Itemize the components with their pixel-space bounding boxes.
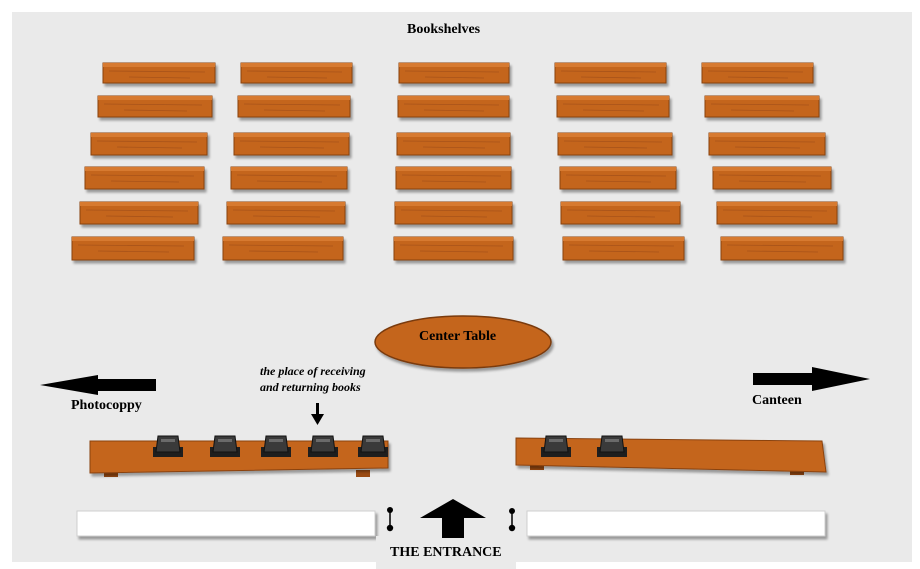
bookshelf [230, 166, 348, 190]
desk-note-line-1: the place of receiving [260, 364, 366, 378]
bookshelf [71, 236, 195, 261]
computer-icon [308, 435, 338, 457]
desk-left [89, 440, 389, 477]
bookshelves-group [71, 62, 844, 261]
wall-left [76, 510, 376, 537]
bookshelf [556, 95, 670, 118]
bookshelf [233, 132, 350, 156]
bookshelf [237, 95, 351, 118]
bookshelf [394, 201, 513, 225]
bookshelf [708, 132, 826, 156]
arrow-left-icon [40, 375, 156, 395]
bookshelf [226, 201, 346, 225]
bookshelves-title: Bookshelves [407, 22, 481, 37]
desk-devices [153, 435, 627, 457]
bookshelf [102, 62, 216, 84]
bookshelf [393, 236, 514, 261]
computer-icon [210, 435, 240, 457]
bookshelf [398, 62, 510, 84]
door-post-right [508, 508, 516, 532]
bookshelf [704, 95, 820, 118]
desk-note-line-2: and returning books [260, 380, 361, 394]
bookshelf [557, 132, 673, 156]
desk-note: the place of receiving and returning boo… [260, 363, 366, 395]
photocopy-label: Photocoppy [71, 398, 142, 413]
computer-icon [358, 435, 388, 457]
wall-right [526, 510, 826, 537]
computer-icon [597, 435, 627, 457]
entrance-label: THE ENTRANCE [390, 545, 502, 560]
bookshelf [395, 166, 512, 190]
computer-icon [261, 435, 291, 457]
bookshelf [396, 132, 511, 156]
bookshelf [240, 62, 353, 84]
bookshelf [222, 236, 344, 261]
bookshelf [559, 166, 677, 190]
center-table-label: Center Table [419, 329, 497, 344]
bookshelf [84, 166, 205, 190]
bookshelf [554, 62, 667, 84]
computer-icon [541, 435, 571, 457]
bookshelf [720, 236, 844, 261]
center-table [374, 315, 552, 369]
bookshelf [97, 95, 213, 118]
arrow-right-icon [753, 367, 870, 391]
door-post-left [386, 507, 394, 532]
computer-icon [153, 435, 183, 457]
bookshelf [716, 201, 838, 225]
bookshelf [90, 132, 208, 156]
canteen-label: Canteen [752, 393, 802, 408]
desk-right [515, 437, 827, 475]
arrow-down-icon [311, 403, 324, 425]
bookshelf [701, 62, 814, 84]
arrow-up-icon [420, 499, 486, 538]
bookshelf [712, 166, 832, 190]
bookshelf [562, 236, 685, 261]
bookshelf [560, 201, 681, 225]
entrance-path [376, 536, 516, 569]
bookshelf [397, 95, 510, 118]
bookshelf [79, 201, 199, 225]
